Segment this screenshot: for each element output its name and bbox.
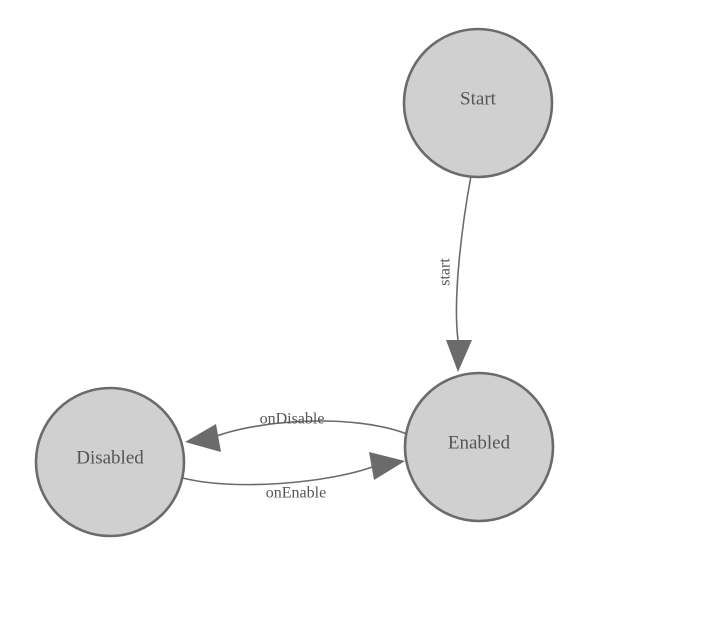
edge-label-onenable: onEnable bbox=[266, 485, 326, 502]
state-node-start-label: Start bbox=[460, 88, 497, 109]
edge-path-disabled-to-enabled bbox=[178, 465, 376, 486]
edge-path-start-to-enabled bbox=[455, 175, 472, 341]
state-node-start[interactable]: Start bbox=[402, 27, 554, 179]
edge-path-enabled-to-disabled bbox=[213, 420, 408, 438]
edge-disabled-to-enabled: onEnable bbox=[178, 452, 405, 502]
state-node-enabled-circle[interactable] bbox=[403, 371, 555, 523]
edge-enabled-to-disabled: onDisable bbox=[185, 411, 408, 452]
state-node-disabled[interactable]: Disabled bbox=[34, 386, 186, 538]
state-node-enabled-label: Enabled bbox=[448, 432, 511, 453]
edge-start-to-enabled: start bbox=[437, 175, 472, 372]
state-node-start-circle[interactable] bbox=[402, 27, 554, 179]
arrowhead-start-to-enabled bbox=[446, 340, 472, 372]
edge-label-start: start bbox=[437, 258, 454, 286]
state-node-disabled-circle[interactable] bbox=[34, 386, 186, 538]
state-node-disabled-label: Disabled bbox=[76, 447, 144, 468]
arrowhead-enabled-to-disabled bbox=[185, 424, 221, 452]
state-node-enabled[interactable]: Enabled bbox=[403, 371, 555, 523]
arrowhead-disabled-to-enabled bbox=[369, 452, 405, 480]
edge-label-ondisable: onDisable bbox=[260, 411, 325, 428]
